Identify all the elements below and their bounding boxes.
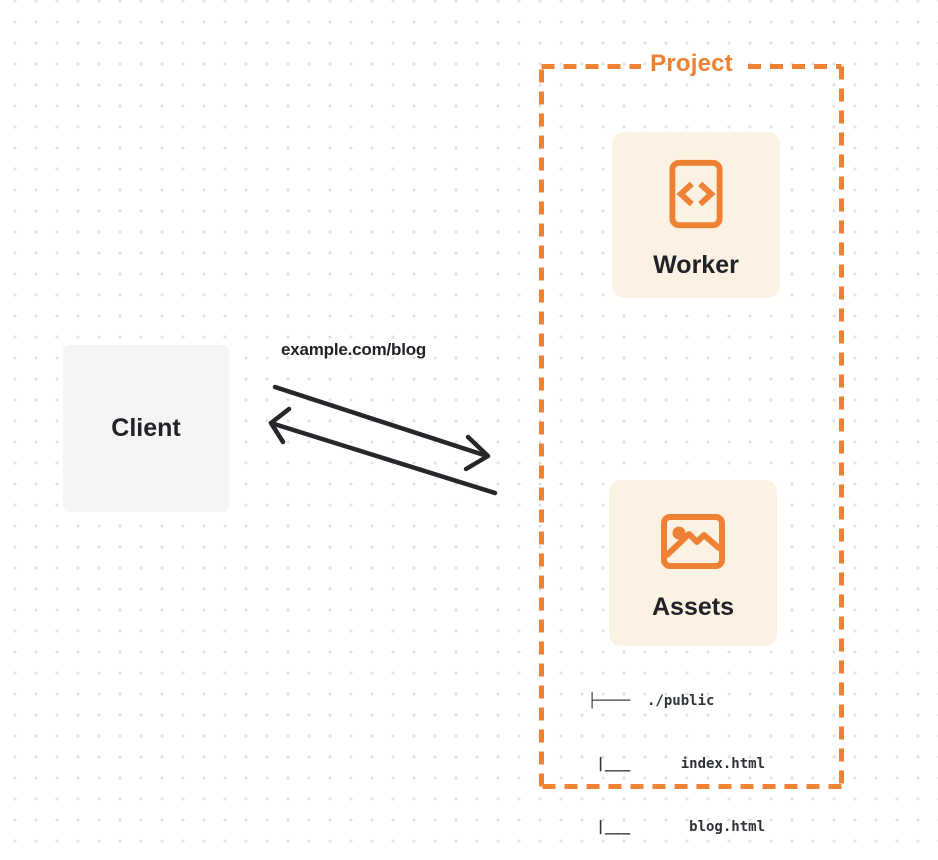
assets-file-tree: ├──── ./public |___ index.html |___ blog… xyxy=(588,649,765,860)
request-arrowhead-icon xyxy=(463,434,491,472)
client-label: Client xyxy=(111,414,181,442)
image-icon xyxy=(661,514,725,569)
request-arrow xyxy=(272,384,491,472)
request-arrow-shaft xyxy=(272,384,490,459)
response-arrow xyxy=(268,406,498,496)
request-url-label: example.com/blog xyxy=(281,340,427,359)
worker-label: Worker xyxy=(653,251,739,279)
assets-label: Assets xyxy=(652,593,734,621)
response-arrow-shaft xyxy=(268,420,498,496)
project-group-label: Project xyxy=(650,50,733,77)
response-arrowhead-icon xyxy=(268,406,292,445)
client-node: Client xyxy=(63,345,229,512)
worker-node: Worker xyxy=(612,132,780,298)
file-tree-line: |___ index.html xyxy=(588,756,766,772)
assets-node: Assets xyxy=(609,480,777,646)
file-tree-line: ├──── ./public xyxy=(588,693,715,709)
file-tree-line: |___ blog.html xyxy=(588,819,766,835)
code-file-icon xyxy=(669,159,723,229)
